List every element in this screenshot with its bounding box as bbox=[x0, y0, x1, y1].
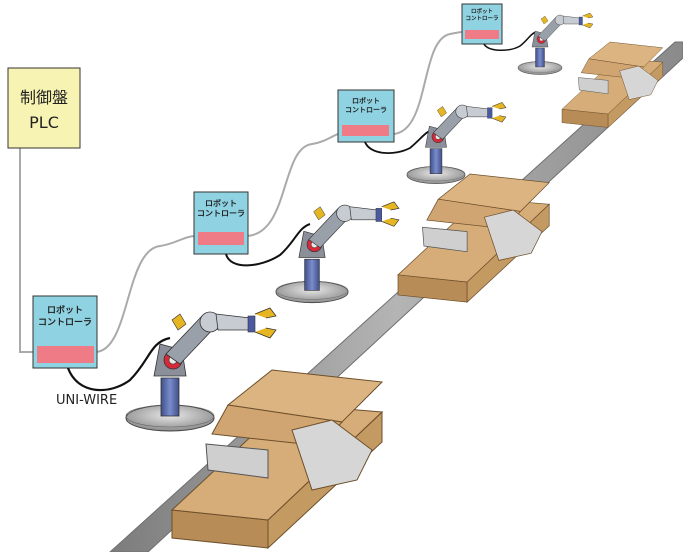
controller-chain-cable-1 bbox=[94, 235, 196, 353]
robot-controller-4: ロボット コントローラ bbox=[461, 3, 503, 45]
plc-label-line2: PLC bbox=[29, 113, 59, 132]
controller-3-label-line2: コントローラ bbox=[345, 106, 387, 114]
car-body-1 bbox=[170, 369, 384, 550]
controller-2-display bbox=[198, 232, 244, 245]
controller-1-display bbox=[37, 346, 94, 363]
controller-3-label-line1: ロボット bbox=[352, 96, 380, 105]
plc-control-panel: 制御盤 PLC bbox=[7, 67, 81, 149]
robot-arm-1 bbox=[125, 307, 277, 432]
uni-wire-cable-3 bbox=[364, 129, 433, 154]
controller-1-label-line2: コントローラ bbox=[38, 317, 92, 328]
controller-2-label-line1: ロボット bbox=[205, 198, 237, 208]
uni-wire-cable-4 bbox=[483, 31, 537, 51]
controller-1-label-line1: ロボット bbox=[47, 304, 83, 316]
uni-wire-cable-2 bbox=[225, 223, 311, 267]
controller-2-label-line2: コントローラ bbox=[197, 209, 245, 218]
uni-wire-cable-1 bbox=[66, 336, 171, 392]
robot-controller-1: ロボット コントローラ bbox=[32, 295, 98, 369]
car-body-2 bbox=[397, 173, 551, 303]
robot-arm-3 bbox=[406, 102, 507, 184]
robot-controller-2: ロボット コントローラ bbox=[193, 191, 249, 255]
robot-controller-3: ロボット コントローラ bbox=[337, 89, 395, 143]
controller-chain-cable-3 bbox=[393, 31, 463, 135]
robot-arm-2 bbox=[275, 201, 400, 304]
controller-4-label-line2: コントローラ bbox=[465, 15, 498, 22]
plc-trunk-cable bbox=[19, 148, 36, 353]
controller-4-label-line1: ロボット bbox=[471, 7, 493, 15]
uni-wire-label: UNI-WIRE bbox=[56, 393, 117, 408]
plc-label-line1: 制御盤 bbox=[20, 88, 68, 107]
controller-4-display bbox=[465, 30, 499, 39]
robot-arm-4 bbox=[517, 12, 594, 75]
car-body-3 bbox=[561, 41, 664, 128]
controller-3-display bbox=[342, 125, 389, 136]
controller-chain-cable-2 bbox=[244, 133, 339, 237]
